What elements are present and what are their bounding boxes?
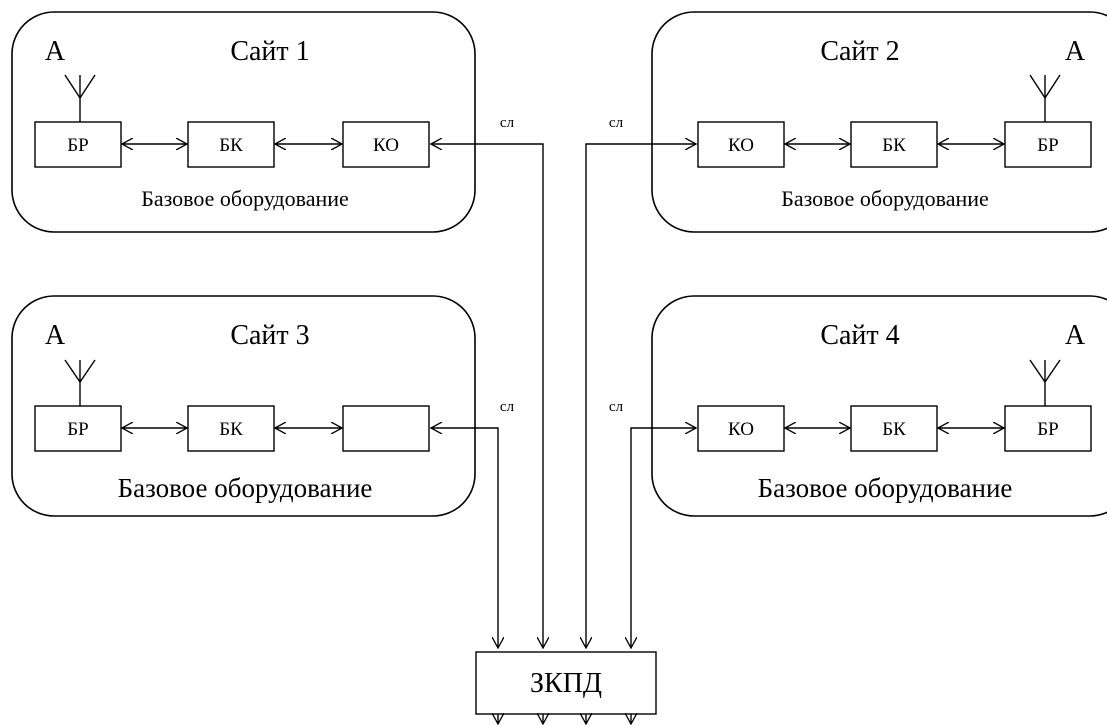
site-2-antenna-label: А: [1065, 36, 1086, 67]
site-4-block-ko: [697, 405, 785, 452]
site-1-block-br-label: БР: [67, 135, 88, 156]
site-4-caption: Базовое оборудование: [758, 473, 1013, 503]
site-2-caption: Базовое оборудование: [781, 186, 989, 211]
site-4-block-br-label: БР: [1037, 419, 1058, 440]
link-site-2: сл: [586, 115, 696, 648]
site-3: Сайт 3 А БР БК Базовое оборудование: [11, 295, 476, 517]
site-2-block-bk: [850, 121, 938, 168]
site-3-caption: Базовое оборудование: [118, 473, 373, 503]
site-4-block-bk: [850, 405, 938, 452]
site-1-antenna-label: А: [45, 36, 66, 67]
site-2-antenna-icon: [1029, 74, 1061, 122]
link-site-4-label: сл: [609, 399, 624, 415]
site-2-block-br: [1004, 121, 1092, 168]
link-site-3-label: сл: [500, 399, 515, 415]
site-3-block-br-label: БР: [67, 419, 88, 440]
site-2-block-ko-label: КО: [728, 135, 754, 156]
site-1-block-bk-label: БК: [219, 135, 243, 156]
site-1: Сайт 1 А БР БК КО Базовое оборудование: [11, 11, 476, 233]
site-1-block-br: [34, 121, 122, 168]
site-3-antenna-icon: [64, 359, 96, 406]
link-site-4: сл: [609, 399, 696, 648]
link-site-3: сл: [431, 399, 515, 648]
site-1-block-ko-label: КО: [373, 135, 399, 156]
site-4-title: Сайт 4: [820, 320, 899, 351]
site-3-title: Сайт 3: [230, 320, 309, 351]
site-1-antenna-icon: [64, 74, 96, 122]
site-4-block-br: [1004, 405, 1092, 452]
site-4-block-ko-label: КО: [728, 419, 754, 440]
link-site-1-label: сл: [500, 115, 515, 131]
link-site-1: сл: [431, 115, 543, 648]
site-1-title: Сайт 1: [230, 36, 309, 67]
site-2-block-br-label: БР: [1037, 135, 1058, 156]
site-3-block-empty: [342, 405, 430, 452]
site-3-block-bk-label: БК: [219, 419, 243, 440]
site-1-caption: Базовое оборудование: [141, 186, 349, 211]
site-2-block-bk-label: БК: [882, 135, 906, 156]
hub: ЗКПД: [475, 651, 657, 715]
site-3-block-br: [34, 405, 122, 452]
site-2: Сайт 2 А КО БК БР Базовое оборудование: [651, 11, 1107, 233]
hub-outputs: [498, 714, 631, 724]
site-4: Сайт 4 А КО БК БР Базовое оборудование: [651, 295, 1107, 517]
site-4-block-bk-label: БК: [882, 419, 906, 440]
site-4-antenna-icon: [1029, 359, 1061, 406]
site-2-title: Сайт 2: [820, 36, 899, 67]
hub-label: ЗКПД: [530, 668, 602, 699]
site-3-block-bk: [187, 405, 275, 452]
site-3-antenna-label: А: [45, 320, 66, 351]
site-1-block-ko: [342, 121, 430, 168]
hub-box: [475, 651, 657, 715]
link-site-2-label: сл: [609, 115, 624, 131]
site-4-antenna-label: А: [1065, 320, 1086, 351]
